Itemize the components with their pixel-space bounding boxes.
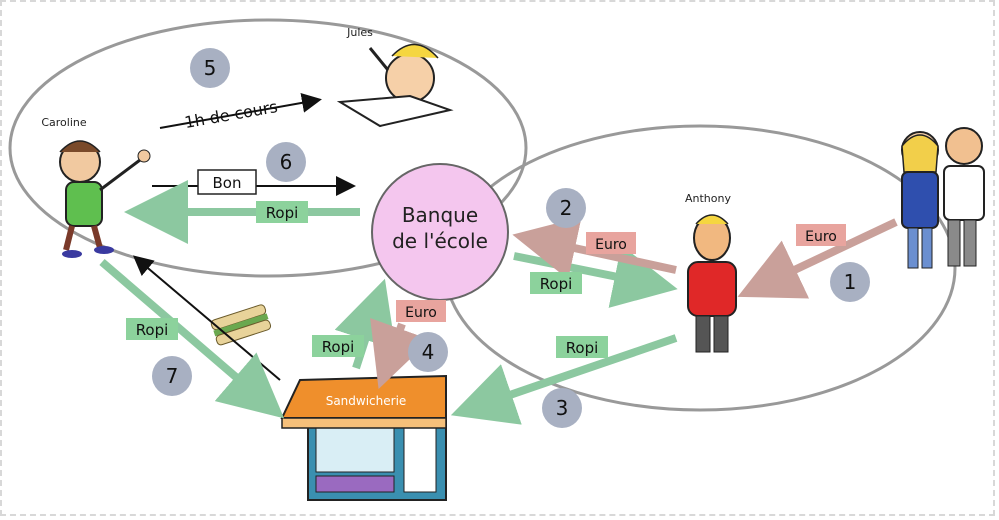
arrow-parents-to-anthony-euro (737, 218, 898, 299)
step-6-marker: 6 (266, 142, 306, 182)
shop-sign: Sandwicherie (326, 394, 407, 408)
step-2-number: 2 (560, 196, 573, 220)
step-1-number: 1 (844, 270, 857, 294)
ropi-label-caroline: Ropi (266, 204, 299, 222)
bank-label-line1: Banque (402, 203, 478, 227)
heure-cours-label: 1h de cours (183, 97, 279, 132)
step-6-number: 6 (280, 150, 293, 174)
jules-name: Jules (346, 26, 373, 39)
sandwicherie-shop-icon (280, 374, 447, 501)
arrow-anthony-to-shop-ropi (450, 334, 678, 425)
step-4-marker: 4 (408, 332, 448, 372)
euro-label-parents: Euro (805, 229, 837, 245)
euro-label-shop-box (396, 300, 446, 322)
euro-label-parents-box (796, 224, 846, 246)
ropi-label-anthony: Ropi (540, 275, 573, 293)
bon-label: Bon (213, 174, 242, 192)
step-5-number: 5 (204, 56, 217, 80)
ropi-label-7: Ropi (136, 321, 169, 339)
euro-label-bank: Euro (595, 237, 627, 253)
euro-label-shop: Euro (405, 305, 437, 321)
step-2-marker: 2 (546, 188, 586, 228)
ropi-label-caroline-box (256, 201, 308, 223)
step-1-marker: 1 (830, 262, 870, 302)
step-5-marker: 5 (190, 48, 230, 88)
bank-label-line2: de l'école (392, 229, 488, 253)
ropi-label-bank: Ropi (322, 338, 355, 356)
step-4-number: 4 (422, 340, 435, 364)
caroline-figure-icon (59, 140, 151, 258)
step-7-number: 7 (166, 364, 179, 388)
arrow-caroline-to-jules (159, 92, 322, 129)
anthony-name: Anthony (685, 192, 731, 205)
sandwich-icon (210, 304, 272, 346)
ropi-label-shop-box (556, 336, 608, 358)
arrow-caroline-to-shop-ropi (99, 258, 285, 419)
ropi-label-bank-box (312, 335, 364, 357)
arrow-bank-to-shop-euro (370, 317, 431, 390)
jules-figure-icon (336, 43, 454, 128)
caroline-name: Caroline (41, 116, 87, 129)
ropi-label-7-box (126, 318, 178, 340)
ropi-label-anthony-box (530, 272, 582, 294)
ropi-label-shop: Ropi (566, 339, 599, 357)
euro-label-bank-box (586, 232, 636, 254)
step-3-marker: 3 (542, 388, 582, 428)
anthony-figure-icon (687, 214, 737, 353)
step-7-marker: 7 (152, 356, 192, 396)
parents-figure-icon (901, 127, 985, 269)
bon-box (197, 169, 257, 195)
step-3-number: 3 (556, 396, 569, 420)
left-group-ellipse (8, 18, 528, 278)
